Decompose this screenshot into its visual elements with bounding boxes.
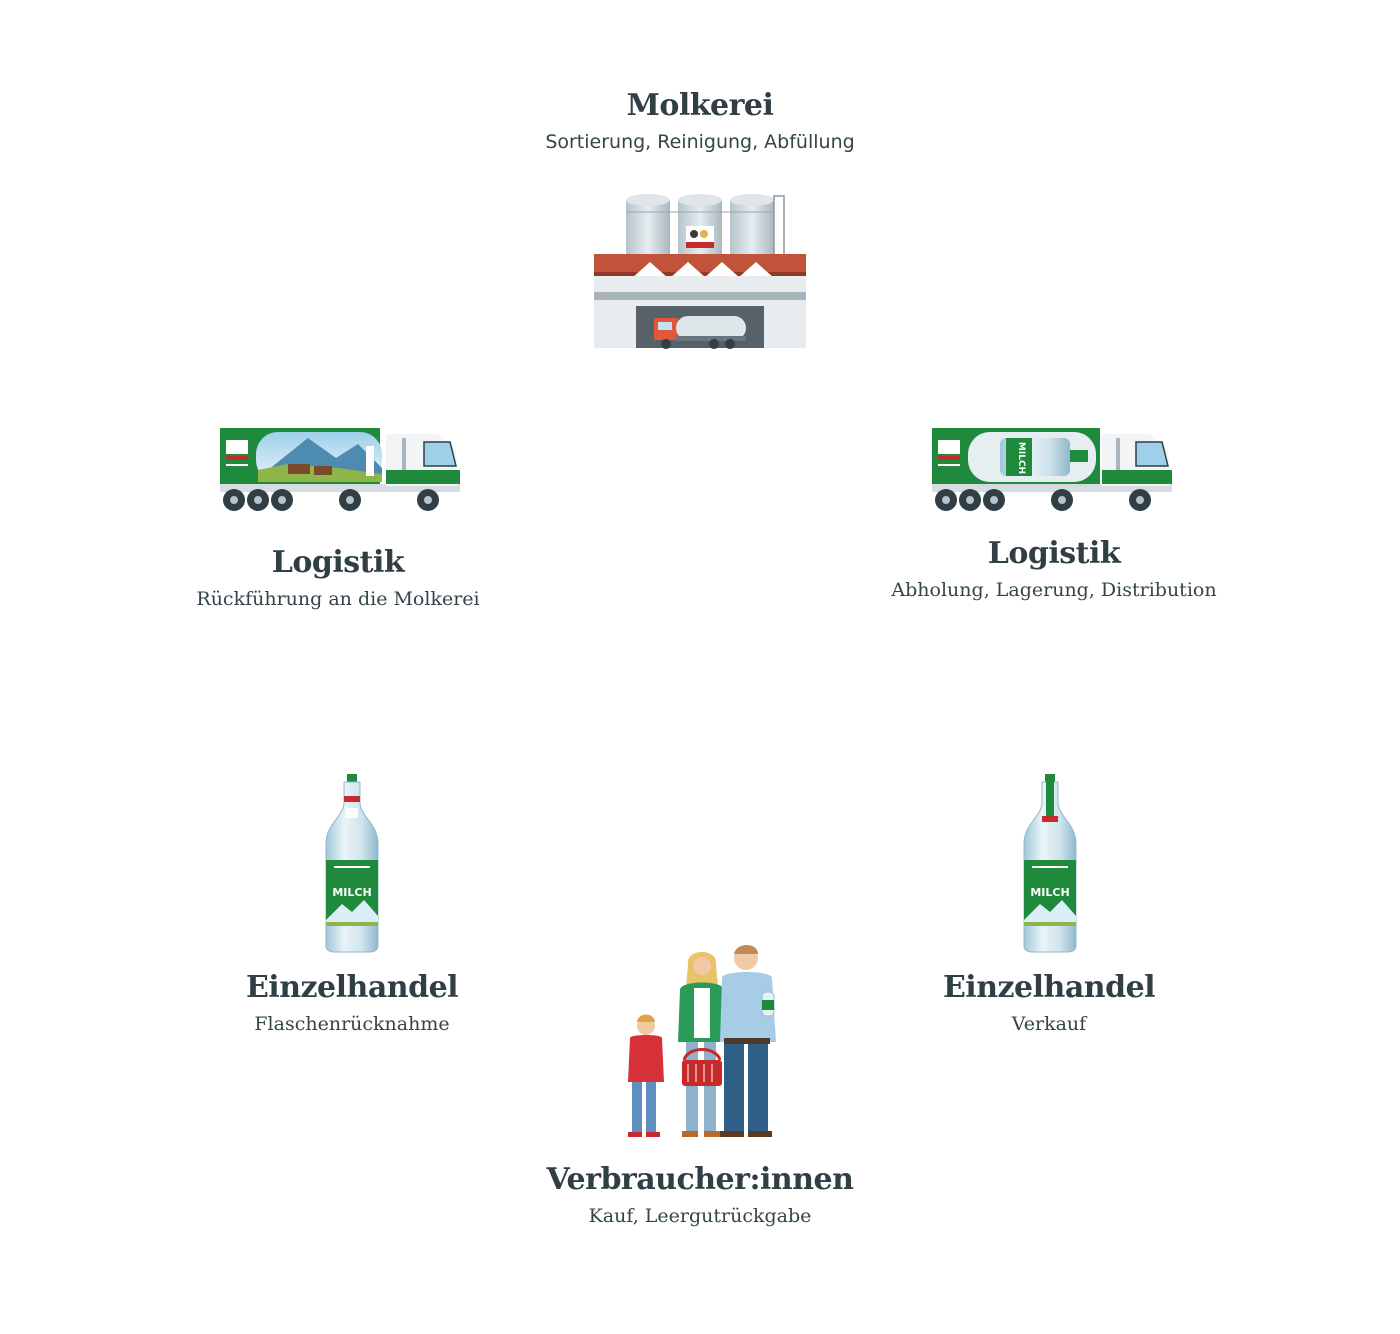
einzelhandel-right-node: Einzelhandel Verkauf — [849, 970, 1249, 1035]
logistik-right-node: Logistik Abholung, Lagerung, Distributio… — [854, 536, 1254, 601]
verbraucher-node: Verbraucher:innen Kauf, Leergutrückgabe — [450, 1162, 950, 1227]
verbraucher-title: Verbraucher:innen — [546, 1162, 854, 1197]
logistik-left-title: Logistik — [271, 545, 405, 580]
truck-right-icon: MILCH — [932, 428, 1172, 511]
einzelhandel-right-subtitle: Verkauf — [1011, 1013, 1087, 1035]
family-icon — [628, 945, 776, 1137]
milk-bottle-right-icon: MILCH — [1023, 774, 1077, 953]
molkerei-title: Molkerei — [626, 88, 774, 123]
logistik-right-subtitle: Abholung, Lagerung, Distribution — [891, 579, 1217, 601]
logistik-left-node: Logistik Rückführung an die Molkerei — [138, 545, 538, 610]
einzelhandel-left-subtitle: Flaschenrücknahme — [254, 1013, 450, 1035]
dairy-factory-icon — [594, 194, 806, 349]
truck-left-icon — [220, 428, 460, 511]
molkerei-node: Molkerei Sortierung, Reinigung, Abfüllun… — [500, 88, 900, 153]
einzelhandel-left-node: Einzelhandel Flaschenrücknahme — [152, 970, 552, 1035]
verbraucher-subtitle: Kauf, Leergutrückgabe — [588, 1205, 812, 1227]
truck-right-label: MILCH — [1016, 442, 1026, 474]
einzelhandel-left-title: Einzelhandel — [245, 970, 459, 1005]
bottle-left-label: MILCH — [332, 886, 371, 899]
milk-bottle-left-icon: MILCH — [325, 774, 379, 953]
logistik-right-title: Logistik — [987, 536, 1121, 571]
logistik-left-subtitle: Rückführung an die Molkerei — [196, 588, 480, 610]
bottle-right-label: MILCH — [1030, 886, 1069, 899]
einzelhandel-right-title: Einzelhandel — [942, 970, 1156, 1005]
molkerei-subtitle: Sortierung, Reinigung, Abfüllung — [545, 131, 855, 153]
